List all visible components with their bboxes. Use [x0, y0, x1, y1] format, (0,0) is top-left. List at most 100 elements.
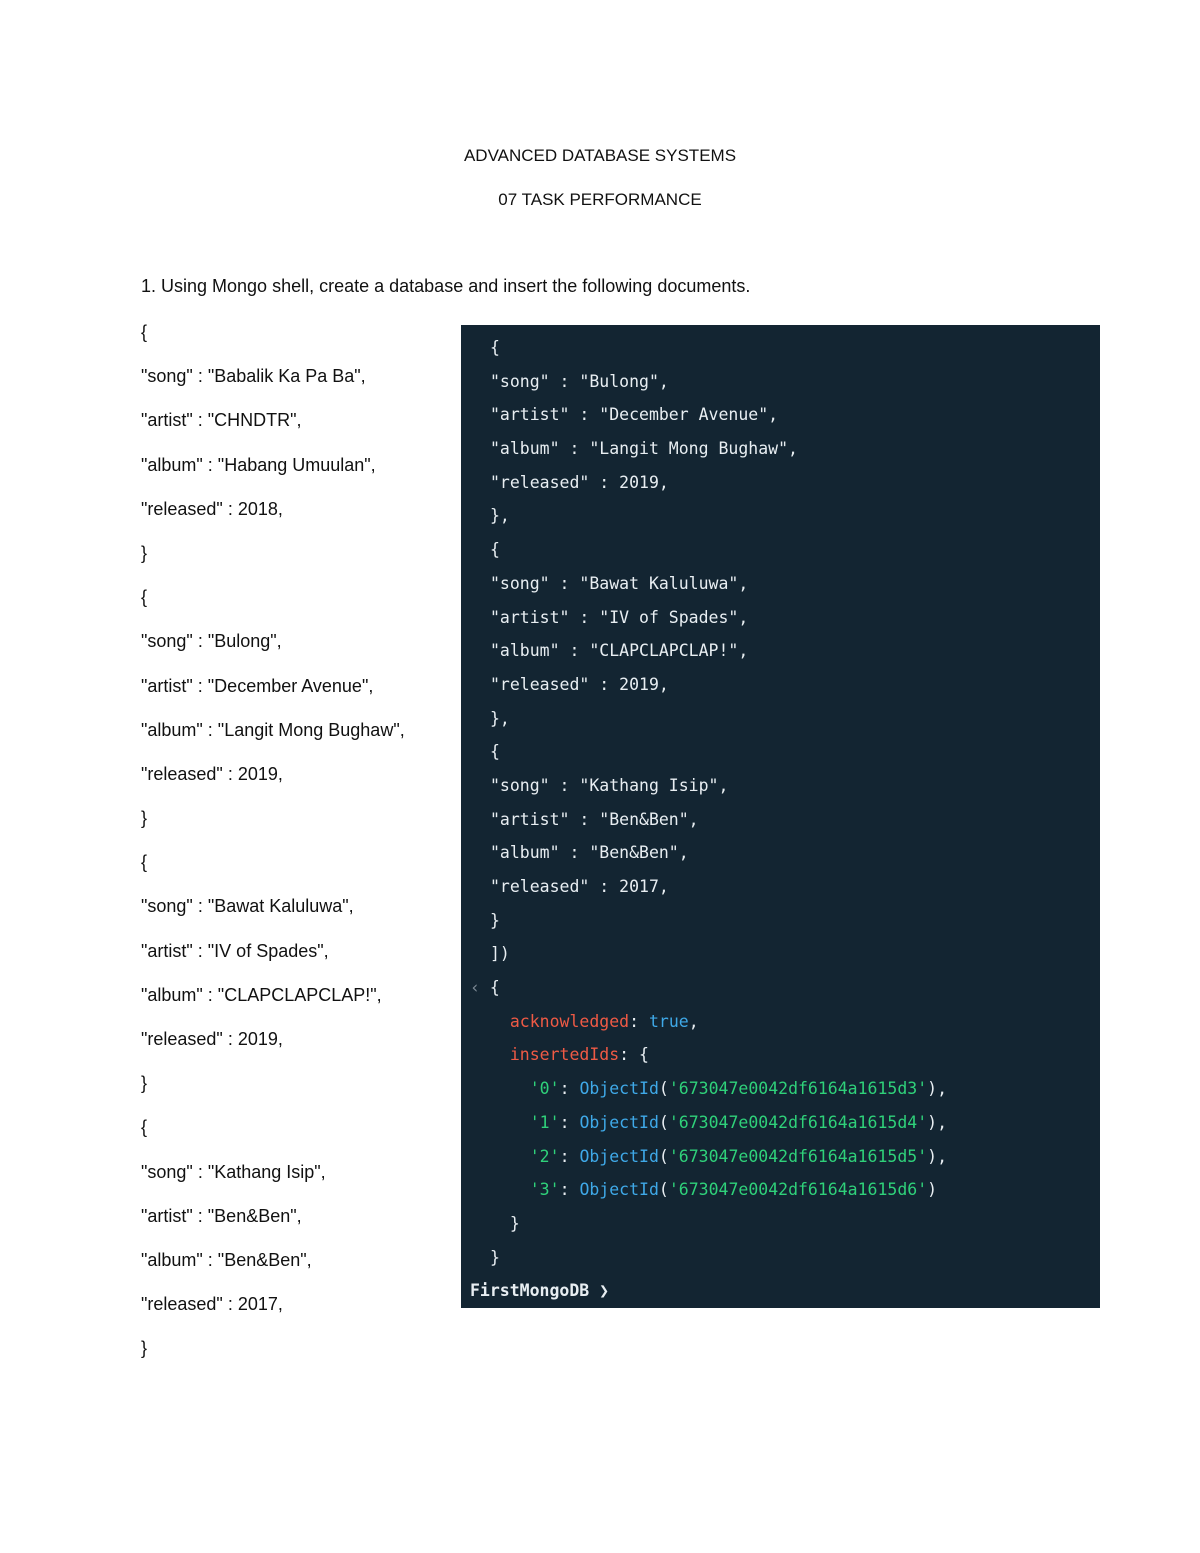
document-line: "artist" : "Ben&Ben",: [141, 1205, 302, 1226]
shell-line: "released" : 2019,: [461, 472, 1100, 506]
shell-line: '2': ObjectId('673047e0042df6164a1615d5'…: [461, 1146, 1100, 1180]
shell-token: [490, 1180, 530, 1199]
shell-line: "song" : "Bulong",: [461, 371, 1100, 405]
shell-line: "album" : "CLAPCLAPCLAP!",: [461, 640, 1100, 674]
mongo-shell-screenshot: { "song" : "Bulong", "artist" : "December …: [461, 325, 1100, 1308]
shell-token: "album" : "Langit Mong Bughaw",: [490, 439, 798, 459]
shell-line: "album" : "Ben&Ben",: [461, 842, 1100, 876]
shell-token: '3': [529, 1180, 560, 1200]
shell-token: {: [489, 978, 500, 998]
document-line: }: [141, 1338, 148, 1359]
shell-line: },: [461, 708, 1100, 742]
document-line: {: [141, 852, 148, 873]
shell-token: "album" : "Ben&Ben",: [490, 843, 689, 863]
document-line: {: [141, 1117, 148, 1138]
shell-token: : {: [619, 1045, 649, 1065]
shell-token: {: [490, 338, 500, 357]
shell-line: }: [461, 910, 1100, 944]
shell-line: "artist" : "IV of Spades",: [461, 607, 1100, 641]
document-line: "song" : "Bulong",: [141, 631, 282, 652]
shell-line: '0': ObjectId('673047e0042df6164a1615d3'…: [461, 1078, 1100, 1112]
shell-line: '1': ObjectId('673047e0042df6164a1615d4'…: [461, 1112, 1100, 1146]
shell-line: "song" : "Bawat Kaluluwa",: [461, 573, 1100, 607]
shell-token: }: [490, 1213, 520, 1233]
shell-token: "artist" : "IV of Spades",: [490, 607, 749, 627]
shell-token: "released" : 2019,: [490, 674, 669, 694]
shell-line: {: [461, 337, 1100, 371]
question-text: 1. Using Mongo shell, create a database …: [141, 276, 751, 296]
document-line: "song" : "Kathang Isip",: [141, 1161, 326, 1182]
shell-token: [490, 1113, 530, 1132]
shell-line: "song" : "Kathang Isip",: [461, 775, 1100, 809]
shell-token: '673047e0042df6164a1615d5': [668, 1146, 928, 1166]
shell-line: ]): [461, 943, 1100, 977]
document-line: "released" : 2019,: [141, 1029, 283, 1049]
shell-line: {: [461, 539, 1100, 573]
shell-token: [490, 1079, 530, 1098]
shell-token: (: [658, 1180, 669, 1200]
shell-line: },: [461, 505, 1100, 539]
document-line: {: [141, 322, 148, 342]
shell-token: ‹: [470, 978, 490, 998]
shell-token: "album" : "CLAPCLAPCLAP!",: [490, 641, 749, 661]
shell-token: '673047e0042df6164a1615d3': [668, 1079, 928, 1099]
shell-token: "song" : "Bawat Kaluluwa",: [490, 573, 749, 593]
shell-token: ObjectId: [579, 1112, 659, 1132]
shell-token: "artist" : "December Avenue",: [490, 405, 779, 425]
shell-token: ObjectId: [579, 1146, 659, 1166]
document-line: "released" : 2018,: [141, 498, 283, 519]
shell-line: ‹ {: [461, 977, 1100, 1011]
task-title: 07 TASK PERFORMANCE: [498, 190, 702, 209]
shell-token: :: [559, 1079, 580, 1099]
shell-token: ObjectId: [579, 1079, 659, 1099]
shell-token: "released" : 2019,: [490, 472, 669, 492]
document-line: "song" : "Bawat Kaluluwa",: [141, 896, 354, 917]
shell-token: :: [559, 1112, 580, 1132]
shell-token: '673047e0042df6164a1615d6': [668, 1180, 928, 1200]
shell-token: insertedIds: [509, 1045, 620, 1065]
shell-line: "artist" : "Ben&Ben",: [461, 809, 1100, 843]
shell-line: insertedIds: {: [461, 1044, 1100, 1078]
shell-token: ): [927, 1180, 938, 1200]
shell-token: '0': [529, 1079, 560, 1099]
document-line: "artist" : "December Avenue",: [141, 675, 374, 696]
shell-token: :: [629, 1011, 649, 1031]
shell-token: {: [490, 742, 500, 762]
shell-token: :: [559, 1146, 580, 1166]
document-line: "album" : "CLAPCLAPCLAP!",: [141, 984, 382, 1005]
shell-token: {: [490, 540, 500, 560]
shell-line: "album" : "Langit Mong Bughaw",: [461, 438, 1100, 472]
shell-line: }: [461, 1247, 1100, 1281]
document-line: "song" : "Babalik Ka Pa Ba",: [141, 366, 366, 387]
shell-token: "artist" : "Ben&Ben",: [490, 809, 699, 829]
shell-token: true: [648, 1011, 689, 1031]
shell-line: "released" : 2019,: [461, 674, 1100, 708]
shell-token: (: [658, 1079, 669, 1099]
shell-token: '1': [529, 1112, 560, 1132]
shell-prompt[interactable]: FirstMongoDB ❯: [470, 1281, 610, 1301]
shell-token: '2': [529, 1146, 560, 1166]
shell-token: ),: [927, 1146, 948, 1166]
course-title: ADVANCED DATABASE SYSTEMS: [463, 146, 737, 165]
document-line: }: [141, 808, 148, 829]
shell-token: },: [490, 708, 510, 728]
documents-listing: { "song" : "Babalik Ka Pa Ba", "artist" : …: [141, 320, 405, 1381]
shell-token: [490, 1147, 530, 1166]
document-line: }: [141, 1073, 148, 1094]
shell-token: ,: [688, 1011, 699, 1031]
shell-token: ),: [927, 1079, 948, 1099]
shell-token: [490, 1045, 510, 1064]
document-line: "album" : "Habang Umuulan",: [141, 454, 376, 475]
document-line: {: [141, 587, 148, 608]
shell-line: "artist" : "December Avenue",: [461, 404, 1100, 438]
shell-token: ),: [927, 1112, 948, 1132]
shell-token: },: [490, 506, 510, 526]
document-line: "artist" : "CHNDTR",: [141, 410, 302, 431]
shell-token: }: [490, 1247, 500, 1267]
document-line: "released" : 2019,: [141, 763, 283, 784]
shell-line: "released" : 2017,: [461, 876, 1100, 910]
shell-token: (: [658, 1146, 669, 1166]
shell-line: }: [461, 1213, 1100, 1247]
shell-token: "song" : "Bulong",: [490, 371, 669, 391]
shell-token: (: [658, 1112, 669, 1132]
